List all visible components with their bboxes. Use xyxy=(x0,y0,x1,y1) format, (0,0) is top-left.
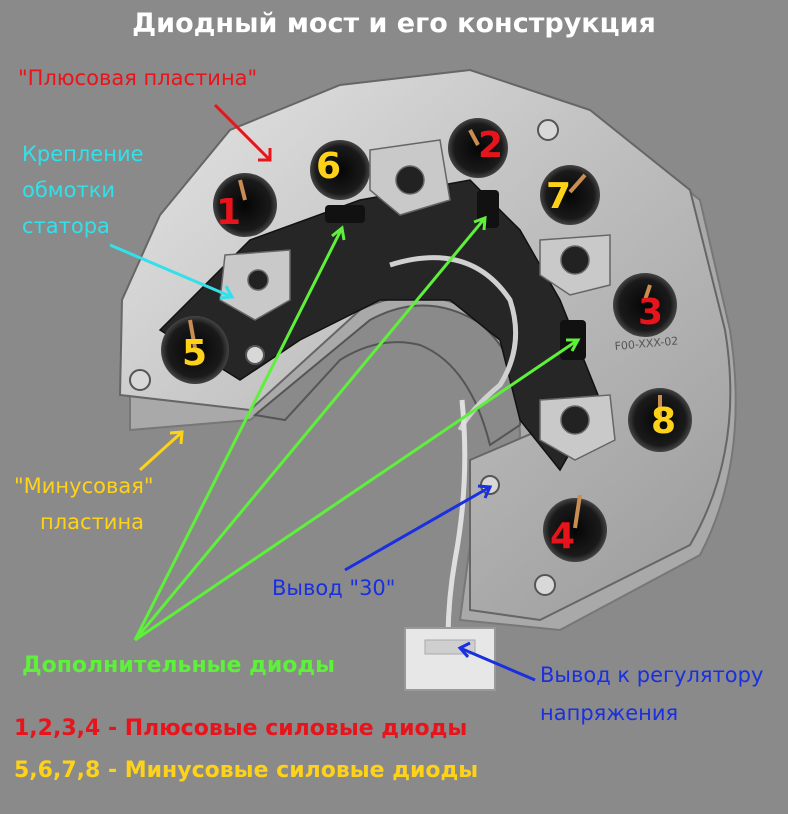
diode-number-6: 6 xyxy=(316,146,342,187)
diode-number-5: 5 xyxy=(182,333,208,374)
socket-5 xyxy=(161,316,229,384)
wire-loop xyxy=(389,255,519,432)
part-marking: F00-XXX-02 xyxy=(614,334,679,353)
socket-7 xyxy=(540,165,600,225)
regulator-label-line2: напряжения xyxy=(540,701,679,725)
legend-minus-diodes: 5,6,7,8 - Минусовые силовые диоды xyxy=(14,758,479,783)
output30-label: Вывод "30" xyxy=(272,576,396,600)
regulator-lead xyxy=(445,399,468,641)
extra-diode-1 xyxy=(325,205,365,223)
extra-diodes xyxy=(325,190,586,360)
extra-diode-arrow-3 xyxy=(134,338,579,642)
minus-plate-arrow xyxy=(138,430,184,472)
diode-number-3: 3 xyxy=(638,292,664,333)
stator-label-line2: обмотки xyxy=(22,178,116,202)
diode-number-8: 8 xyxy=(651,401,677,442)
extra-diode-arrow-1 xyxy=(133,227,344,641)
plus-plate-arrow xyxy=(213,103,272,162)
socket-1 xyxy=(213,173,277,237)
regulator-label-line1: Вывод к регулятору xyxy=(540,663,764,687)
page-title: Диодный мост и его конструкция xyxy=(132,8,656,39)
diode-number-1: 1 xyxy=(216,192,242,233)
diode-number-7: 7 xyxy=(546,176,572,217)
extra-diodes-label: Дополнительные диоды xyxy=(22,653,336,678)
stator-arrow xyxy=(109,243,233,299)
diode-number-4: 4 xyxy=(550,516,576,557)
center-opening xyxy=(252,304,522,447)
socket-6 xyxy=(310,140,370,200)
diode-leads xyxy=(188,129,662,529)
diode-number-2: 2 xyxy=(478,125,504,166)
socket-2 xyxy=(448,118,508,178)
callout-arrows xyxy=(109,103,581,682)
socket-4 xyxy=(543,498,607,562)
minus-plate-label-line1: "Минусовая" xyxy=(14,474,154,498)
extra-diode-arrow-2 xyxy=(133,217,487,641)
minus-plate-label-line2: пластина xyxy=(40,510,145,534)
socket-3 xyxy=(613,273,677,337)
legend-plus-diodes: 1,2,3,4 - Плюсовые силовые диоды xyxy=(14,716,468,741)
plus-plate-label: "Плюсовая пластина" xyxy=(18,66,258,90)
rivets xyxy=(129,119,559,596)
stator-label-line1: Крепление xyxy=(22,142,144,166)
regulator-connector xyxy=(404,627,496,691)
socket-8 xyxy=(628,388,692,452)
regulator-arrow xyxy=(459,646,536,682)
output30-arrow xyxy=(344,485,491,572)
stator-label-line3: статора xyxy=(22,214,110,238)
diode-sockets xyxy=(161,118,692,562)
